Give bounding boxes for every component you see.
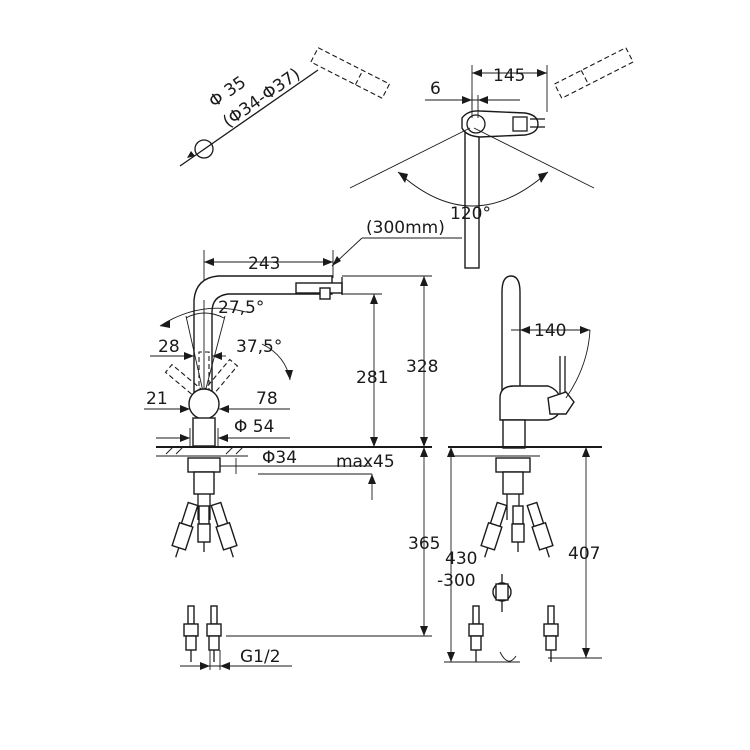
- hose-range-300: -300: [437, 571, 476, 591]
- hole-diameter-callout: Φ 35 (Φ34-Φ37): [179, 64, 319, 167]
- height-407: 407: [568, 544, 600, 564]
- pullout-hose-label: (300mm): [366, 218, 445, 238]
- top-view-spout: [464, 119, 480, 269]
- thread-g1-2: G1/2: [240, 647, 281, 667]
- dim-21: 21: [146, 389, 168, 409]
- side-connector-left: [468, 605, 484, 662]
- top-view: 120° 145 6: [310, 46, 634, 269]
- spout-angle-27-5: 27,5°: [218, 298, 264, 318]
- height-281: 281: [356, 368, 388, 388]
- dim-28: 28: [158, 337, 180, 357]
- max-thickness-45: max45: [336, 452, 395, 472]
- swivel-angle-label: 120°: [450, 204, 491, 224]
- front-body: [188, 388, 220, 420]
- front-view: (300mm) 243 27,5° 37,5°: [144, 218, 462, 670]
- hose-430: 430: [445, 549, 477, 569]
- dim-78: 78: [256, 389, 278, 409]
- top-offset-6: 6: [430, 79, 441, 99]
- connector-right: [206, 605, 222, 662]
- pipe-diameter-34: Φ34: [262, 448, 297, 468]
- lever-reach-140: 140: [534, 321, 566, 341]
- lever-angle-37-5: 37,5°: [236, 337, 282, 357]
- side-connector-right: [543, 605, 559, 662]
- reach-243: 243: [248, 254, 280, 274]
- hole-circle: [194, 139, 214, 159]
- side-view: 140: [437, 275, 602, 663]
- height-365: 365: [408, 534, 440, 554]
- height-328: 328: [406, 357, 438, 377]
- hose-weight: [492, 574, 512, 612]
- connector-left: [183, 605, 199, 662]
- top-length-145: 145: [493, 66, 525, 86]
- base-diameter-54: Φ 54: [234, 417, 274, 437]
